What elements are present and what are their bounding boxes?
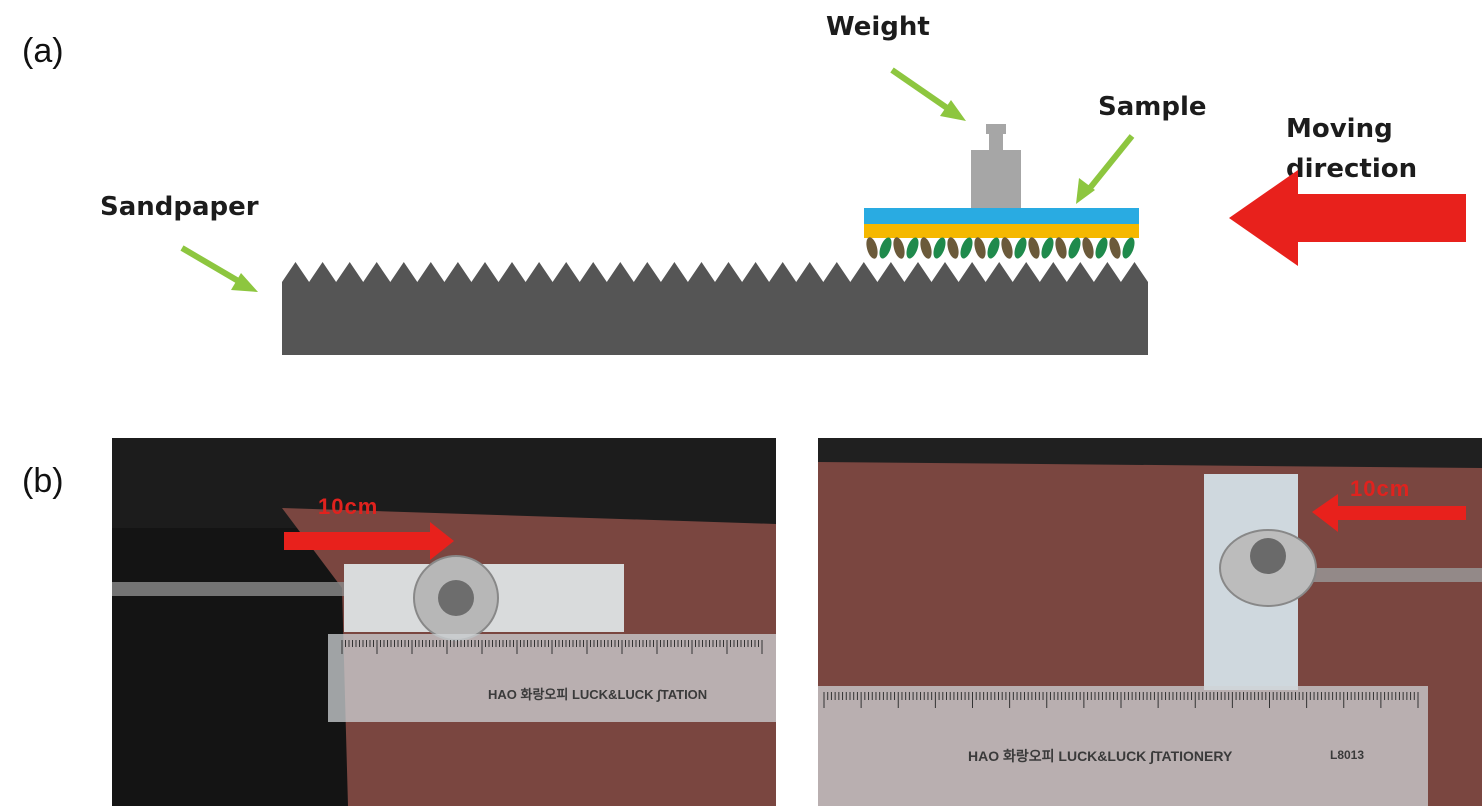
pull-rod	[1298, 568, 1482, 582]
weight-bolt	[438, 580, 474, 616]
arrowhead	[231, 273, 258, 292]
callout-arrows	[180, 67, 1135, 292]
sample-particle	[920, 237, 932, 259]
sample-adhesive-layer	[864, 224, 1139, 238]
weight-knob	[986, 124, 1006, 134]
sample-particle	[1095, 237, 1108, 259]
sample-label: Sample	[1098, 92, 1207, 122]
pull-direction-arrow	[284, 522, 454, 560]
sample-particle	[893, 237, 905, 259]
sample-particle-layer	[866, 237, 1135, 259]
sample-particle	[1041, 237, 1054, 259]
arrowhead	[940, 100, 966, 121]
panel-a-label: (a)	[22, 32, 64, 70]
ruler-brand-text: HAO 화랑오피 LUCK&LUCK ∫TATIONERY	[968, 748, 1233, 764]
weight-body	[971, 150, 1021, 208]
distance-label: 10cm	[318, 494, 379, 519]
sandpaper-block	[282, 262, 1148, 355]
weight-label: Weight	[826, 12, 930, 42]
photo-after-test: 10cm HAO 화랑오피 LUCK&LUCK ∫TATIONERY L8013	[818, 438, 1482, 806]
arrowhead	[1076, 178, 1095, 204]
weight-bolt	[1250, 538, 1286, 574]
ruler	[818, 686, 1428, 806]
sample-particle	[1109, 237, 1121, 259]
sample-particle	[933, 237, 946, 259]
photo-before-test: 10cm HAO 화랑오피 LUCK&LUCK ∫TATION	[112, 438, 776, 806]
weight-callout-arrow	[890, 67, 952, 113]
sample-particle	[960, 237, 973, 259]
sample-particle	[987, 237, 1000, 259]
sample-particle	[1055, 237, 1067, 259]
sample-particle	[947, 237, 959, 259]
distance-label: 10cm	[1350, 476, 1411, 501]
sample-particle	[1028, 237, 1040, 259]
moving-direction-arrow	[1229, 170, 1466, 266]
sample-particle	[1068, 237, 1081, 259]
sample-particle	[866, 237, 878, 259]
sample	[864, 208, 1139, 259]
moving-direction-label-line1: Moving	[1286, 114, 1393, 144]
weight	[971, 124, 1021, 208]
ruler-ticks	[341, 640, 763, 654]
sample-top-layer	[864, 208, 1139, 224]
sample-particle	[1122, 237, 1135, 259]
sample-particle	[1014, 237, 1027, 259]
pull-rod	[112, 582, 352, 596]
sample-particle	[879, 237, 892, 259]
pull-direction-arrow	[1312, 494, 1466, 532]
abrasion-test-schematic	[180, 67, 1466, 355]
sandpaper-label: Sandpaper	[100, 192, 259, 222]
ruler-code-text: L8013	[1330, 748, 1365, 762]
sample-particle	[1001, 237, 1013, 259]
sample-callout-arrow	[1087, 134, 1135, 190]
sandpaper-teeth	[282, 262, 1148, 355]
weight-neck	[989, 134, 1003, 150]
sample-particle	[906, 237, 919, 259]
ruler-ticks	[823, 692, 1419, 708]
sample-particle	[1082, 237, 1094, 259]
ruler-brand-text: HAO 화랑오피 LUCK&LUCK ∫TATION	[488, 687, 708, 702]
moving-direction-label-line2: direction	[1286, 154, 1418, 184]
sample-particle	[974, 237, 986, 259]
photo-left-scene	[112, 438, 776, 806]
photo-right-scene	[818, 438, 1482, 806]
sandpaper-callout-arrow	[180, 245, 242, 285]
panel-b-label: (b)	[22, 462, 64, 500]
